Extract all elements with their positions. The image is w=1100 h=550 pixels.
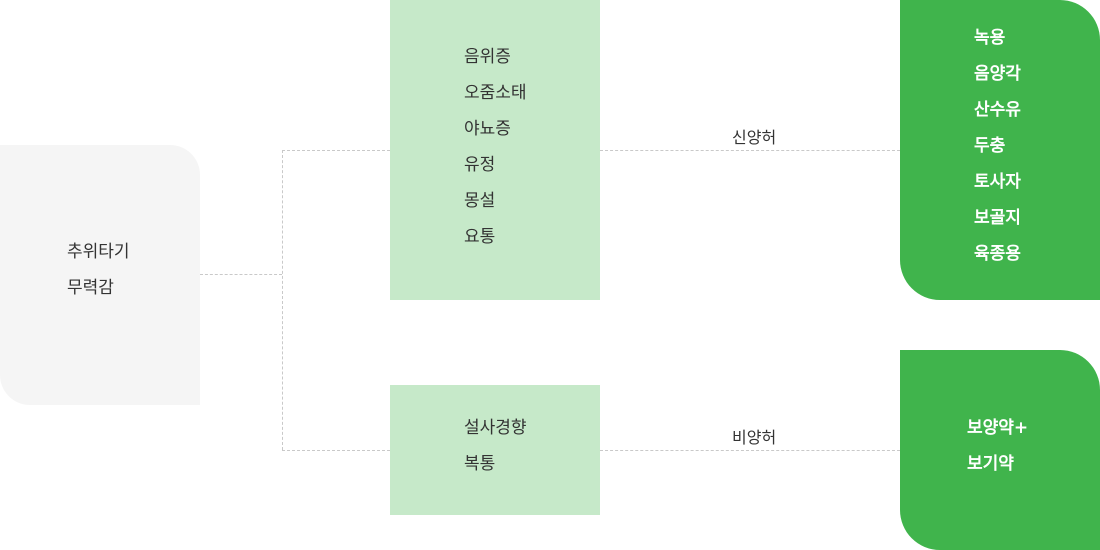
herb-group-kidney: 녹용 음양각 산수유 두충 토사자 보골지 육종용: [900, 0, 1100, 300]
symptom-group-spleen-list: 설사경향 복통: [464, 410, 527, 482]
root-symptom-line: 무력감: [67, 278, 114, 298]
connector-branch-trunk: [282, 150, 283, 450]
root-symptom-line: 추위타기: [67, 242, 130, 262]
connector-symptom-b-to-herb-b: [600, 450, 900, 451]
herb-item: 보양약+: [967, 418, 1029, 438]
herb-item: 보골지: [974, 208, 1021, 228]
symptom-item: 복통: [464, 454, 496, 474]
herb-item: 음양각: [974, 64, 1021, 84]
symptom-item: 음위증: [464, 47, 511, 67]
herb-item: 보기약: [967, 454, 1014, 474]
herb-item: 산수유: [974, 100, 1021, 120]
herb-item: 녹용: [974, 28, 1006, 48]
symptom-item: 설사경향: [464, 418, 527, 438]
connector-branch-to-symptom-a: [282, 150, 390, 151]
symptom-group-spleen: 설사경향 복통: [390, 385, 600, 515]
connector-symptom-a-to-herb-a: [600, 150, 900, 151]
connector-branch-to-symptom-b: [282, 450, 390, 451]
symptom-item: 오줌소태: [464, 83, 527, 103]
herb-group-kidney-list: 녹용 음양각 산수유 두충 토사자 보골지 육종용: [974, 20, 1021, 272]
herb-group-spleen: 보양약+ 보기약: [900, 350, 1100, 550]
symptom-group-kidney-list: 음위증 오줌소태 야뇨증 유정 몽설 요통: [464, 39, 527, 255]
edge-label-kidney-yang: 신양허: [732, 128, 777, 147]
herb-item: 토사자: [974, 172, 1021, 192]
herb-group-spleen-list: 보양약+ 보기약: [967, 410, 1028, 482]
root-symptom-text: 추위타기 무력감: [67, 234, 130, 306]
symptom-item: 야뇨증: [464, 119, 511, 139]
symptom-item: 몽설: [464, 191, 496, 211]
herb-item: 육종용: [974, 244, 1021, 264]
edge-label-spleen-yang: 비양허: [732, 428, 777, 447]
symptom-group-kidney: 음위증 오줌소태 야뇨증 유정 몽설 요통: [390, 0, 600, 300]
symptom-item: 유정: [464, 155, 496, 175]
root-symptom-box: [0, 145, 200, 405]
symptom-item: 요통: [464, 227, 496, 247]
herb-item: 두충: [974, 136, 1006, 156]
connector-root-branch: [200, 274, 282, 275]
